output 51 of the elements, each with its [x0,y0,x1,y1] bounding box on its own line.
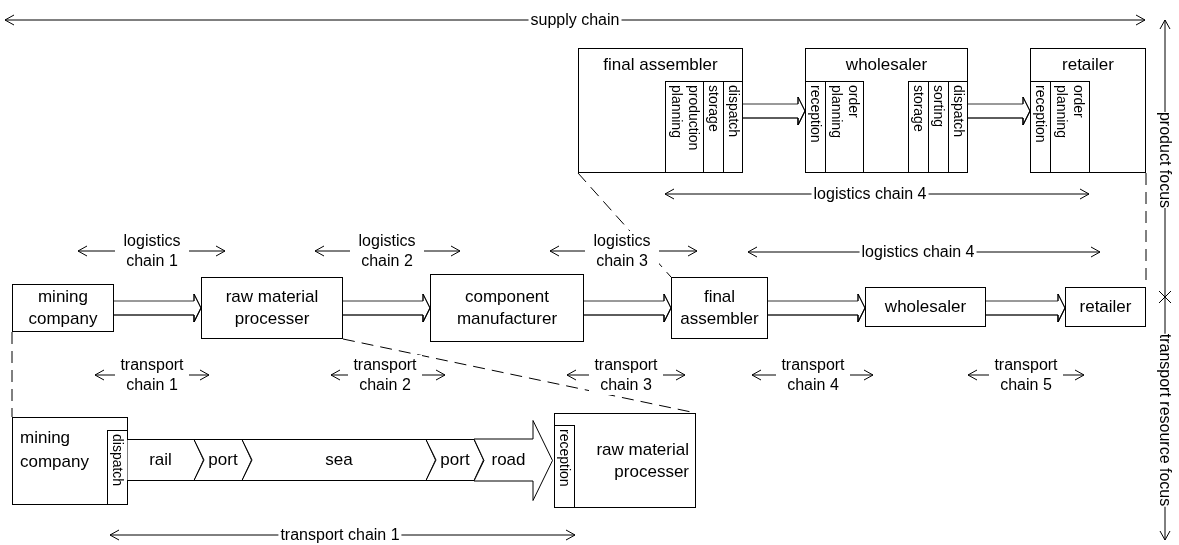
process-box [430,274,584,342]
node-label: reception [1032,85,1049,143]
transport-leg-segment [426,439,484,481]
node-label: final assembler [679,286,760,330]
process-box [1065,287,1146,327]
node-label: sorting [930,85,947,128]
node-label: reception [556,429,573,487]
step-column [665,81,704,173]
step-column [107,430,128,505]
node-label: dispatch [724,85,742,138]
node-label: final assembler [603,54,718,76]
process-box [201,277,343,339]
node-label: reception [807,85,824,143]
process-box [671,277,768,339]
node-label: component manufacturer [455,286,559,330]
process-box [554,413,696,508]
process-box [805,48,968,173]
node-label: sea [325,449,353,472]
process-box [12,417,128,505]
dimension-label: supply chain [528,10,622,30]
node-label: storage [910,85,927,132]
node-label: dispatch [109,434,126,487]
process-box [578,48,743,173]
node-label: dispatch [949,85,967,138]
node-label: raw material processer [595,438,689,483]
node-label: wholesaler [884,296,967,318]
node-label: raw material processer [224,286,320,330]
node-label: rail [149,449,172,472]
transport-leg-segment [194,439,252,481]
dimension-label: logistics chain 4 [811,184,929,204]
process-box [1030,48,1146,173]
node-label: mining company [27,286,99,330]
node-label: retailer [1079,296,1132,318]
process-box [865,287,986,327]
step-column [825,81,864,173]
dimension-label: logistics chain 4 [859,242,977,262]
step-column [1050,81,1090,173]
node-label: port [440,449,470,472]
transport-leg-segment [127,439,204,481]
node-label: storage [705,85,722,132]
node-label: production planning [667,85,702,153]
node-label: retailer [1062,54,1114,76]
node-label: mining company [20,428,89,471]
step-column [554,425,575,508]
node-label: port [208,449,238,472]
node-label: road [491,449,526,472]
node-label: wholesaler [845,54,928,76]
dimension-label: transport chain 1 [278,525,402,545]
process-box [12,284,114,332]
step-column [908,81,929,173]
zoom-line [11,331,13,418]
